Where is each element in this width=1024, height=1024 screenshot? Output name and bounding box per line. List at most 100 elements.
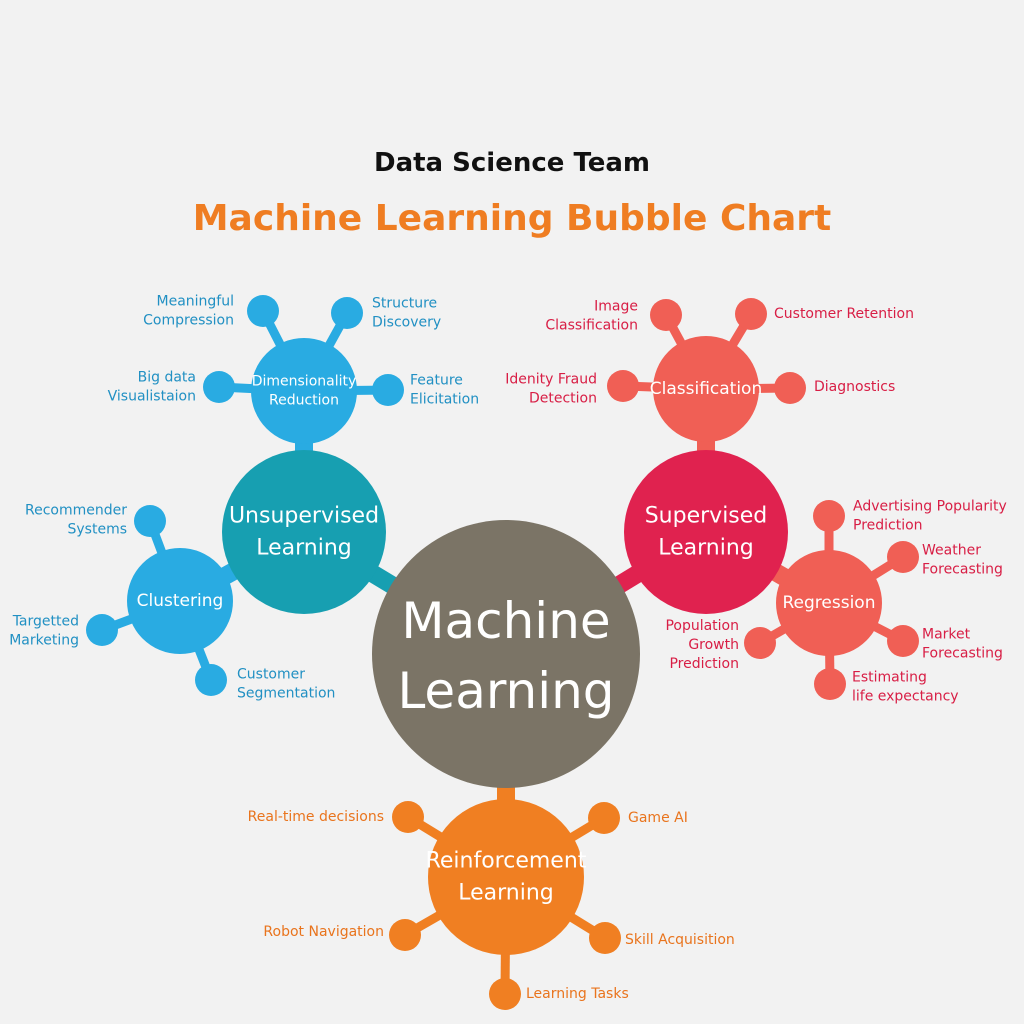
unsupervised-learning-label-line-1: Unsupervised — [229, 504, 379, 529]
market-forecasting-label-line-2: Forecasting — [922, 646, 1003, 662]
big-data-visualisation-label-line-2: Visualistaion — [108, 389, 196, 405]
targetted-marketing-label-line-1: Targetted — [12, 614, 79, 630]
dimensionality-label-line-2: Reduction — [269, 393, 339, 409]
robot-navigation-label-line-1: Robot Navigation — [263, 924, 384, 940]
life-expectancy-label-line-2: life expectancy — [852, 689, 959, 705]
clustering-bubble — [127, 548, 233, 654]
game-ai-label: Game AI — [628, 810, 688, 826]
image-classification-label-line-2: Classification — [545, 318, 638, 334]
team-title: Data Science Team — [374, 148, 650, 178]
learning-tasks-label-line-1: Learning Tasks — [526, 986, 629, 1002]
structure-discovery-label-line-1: Structure — [372, 296, 437, 312]
structure-discovery-dot — [331, 297, 363, 329]
classification-label: Classification — [650, 379, 762, 399]
skill-acquisition-label-line-1: Skill Acquisition — [625, 932, 735, 948]
customer-retention-label-line-1: Customer Retention — [774, 306, 914, 322]
big-data-visualisation-dot — [203, 371, 235, 403]
reinforcement-learning-label-line-1: Reinforcement — [426, 849, 587, 874]
meaningful-compression-label-line-2: Compression — [143, 313, 234, 329]
learning-tasks-dot — [489, 978, 521, 1010]
game-ai-dot — [588, 802, 620, 834]
identity-fraud-detection-label-line-2: Detection — [529, 391, 597, 407]
targetted-marketing-dot — [86, 614, 118, 646]
clustering-label-line-1: Clustering — [137, 591, 224, 611]
customer-segmentation-label-line-1: Customer — [237, 667, 305, 683]
supervised-learning-bubble — [624, 450, 788, 614]
diagnostics-label: Diagnostics — [814, 379, 895, 395]
customer-segmentation-label-line-2: Segmentation — [237, 686, 335, 702]
population-growth-label-line-3: Prediction — [669, 656, 739, 672]
population-growth-label-line-2: Growth — [688, 637, 739, 653]
weather-forecasting-label-line-1: Weather — [922, 543, 981, 559]
customer-retention-label: Customer Retention — [774, 306, 914, 322]
diagnostics-dot — [774, 372, 806, 404]
clustering-label: Clustering — [137, 591, 224, 611]
regression-label-line-1: Regression — [783, 593, 876, 613]
advertising-popularity-dot — [813, 500, 845, 532]
supervised-learning-label-line-1: Supervised — [645, 504, 768, 529]
reinforcement-learning-bubble — [428, 799, 584, 955]
supervised-learning-label-line-2: Learning — [658, 536, 754, 561]
reinforcement-learning-label-line-2: Learning — [458, 881, 554, 906]
life-expectancy-label-line-1: Estimating — [852, 670, 927, 686]
targetted-marketing-label-line-2: Marketing — [9, 633, 79, 649]
game-ai-label-line-1: Game AI — [628, 810, 688, 826]
real-time-decisions-label-line-1: Real-time decisions — [248, 809, 384, 825]
structure-discovery-label-line-2: Discovery — [372, 315, 441, 331]
weather-forecasting-label-line-2: Forecasting — [922, 562, 1003, 578]
feature-elicitation-label-line-2: Elicitation — [410, 392, 479, 408]
recommender-systems-label-line-2: Systems — [68, 522, 128, 538]
advertising-popularity-label-line-1: Advertising Popularity — [853, 499, 1007, 515]
skill-acquisition-label: Skill Acquisition — [625, 932, 735, 948]
classification-label-line-1: Classification — [650, 379, 762, 399]
image-classification-label-line-1: Image — [594, 299, 638, 315]
robot-navigation-label: Robot Navigation — [263, 924, 384, 940]
meaningful-compression-label-line-1: Meaningful — [157, 294, 235, 310]
node-layer — [86, 295, 919, 1010]
population-growth-label-line-1: Population — [665, 618, 739, 634]
unsupervised-learning-bubble — [222, 450, 386, 614]
regression-label: Regression — [783, 593, 876, 613]
identity-fraud-detection-dot — [607, 370, 639, 402]
dimensionality-label-line-1: Dimensionality — [252, 374, 357, 390]
diagnostics-label-line-1: Diagnostics — [814, 379, 895, 395]
feature-elicitation-dot — [372, 374, 404, 406]
market-forecasting-label-line-1: Market — [922, 627, 971, 643]
robot-navigation-dot — [389, 919, 421, 951]
regression-bubble — [776, 550, 882, 656]
real-time-decisions-label: Real-time decisions — [248, 809, 384, 825]
feature-elicitation-label-line-1: Feature — [410, 373, 463, 389]
recommender-systems-label-line-1: Recommender — [25, 503, 127, 519]
population-growth-dot — [744, 627, 776, 659]
identity-fraud-detection-label-line-1: Idenity Fraud — [505, 372, 597, 388]
machine-learning-label-line-1: Machine — [401, 592, 610, 650]
skill-acquisition-dot — [589, 922, 621, 954]
recommender-systems-dot — [134, 505, 166, 537]
chart-title: Machine Learning Bubble Chart — [192, 198, 832, 239]
big-data-visualisation-label-line-1: Big data — [138, 370, 196, 386]
dimensionality-bubble — [251, 338, 357, 444]
real-time-decisions-dot — [392, 801, 424, 833]
weather-forecasting-dot — [887, 541, 919, 573]
market-forecasting-dot — [887, 625, 919, 657]
image-classification-dot — [650, 299, 682, 331]
